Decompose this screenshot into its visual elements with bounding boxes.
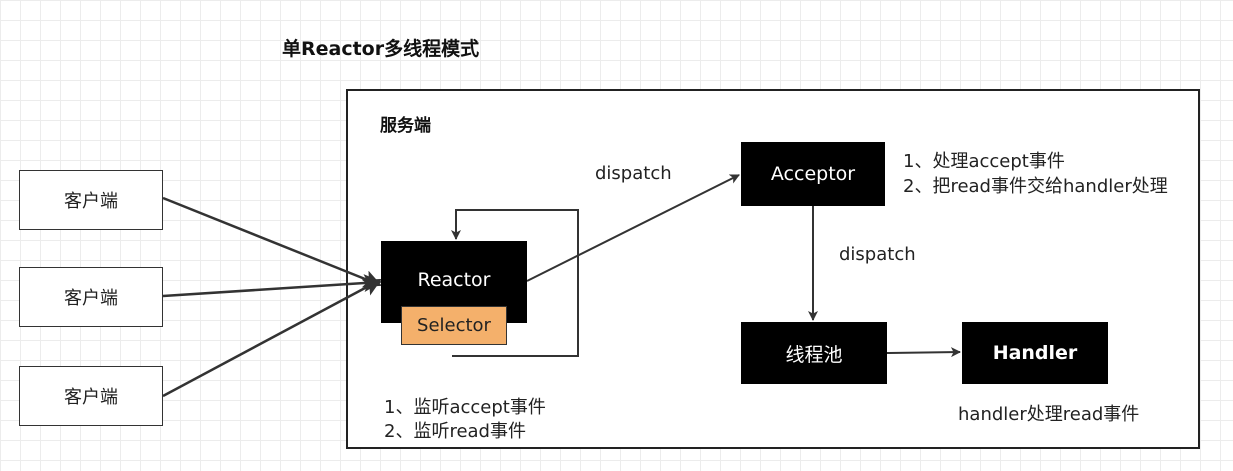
handler-node: Handler [962,322,1108,384]
acceptor-node: Acceptor [741,142,885,206]
server-label: 服务端 [380,116,431,136]
reactor-note-line: 1、监听accept事件 [384,397,546,418]
thread-pool-node: 线程池 [741,322,887,384]
acceptor-note-line: 2、把read事件交给handler处理 [903,176,1168,197]
client3-to-reactor-arrow [162,278,382,398]
client1-to-reactor-arrow [162,196,382,288]
dispatch-label: dispatch [595,163,672,184]
dispatch-label: dispatch [839,244,916,265]
handler-note: handler处理read事件 [958,404,1140,425]
client-box: 客户端 [19,170,163,230]
selector-node: Selector [401,306,507,345]
reactor-self-loop-arrow [451,209,579,357]
acceptor-note-line: 1、处理accept事件 [903,151,1065,172]
client-box: 客户端 [19,267,163,327]
diagram-title: 单Reactor多线程模式 [282,38,480,60]
reactor-to-acceptor-arrow [526,174,740,282]
client-box: 客户端 [19,366,163,426]
reactor-note-line: 2、监听read事件 [384,421,526,442]
client2-to-reactor-arrow [162,274,382,298]
pool-to-handler-arrow [886,347,961,358]
